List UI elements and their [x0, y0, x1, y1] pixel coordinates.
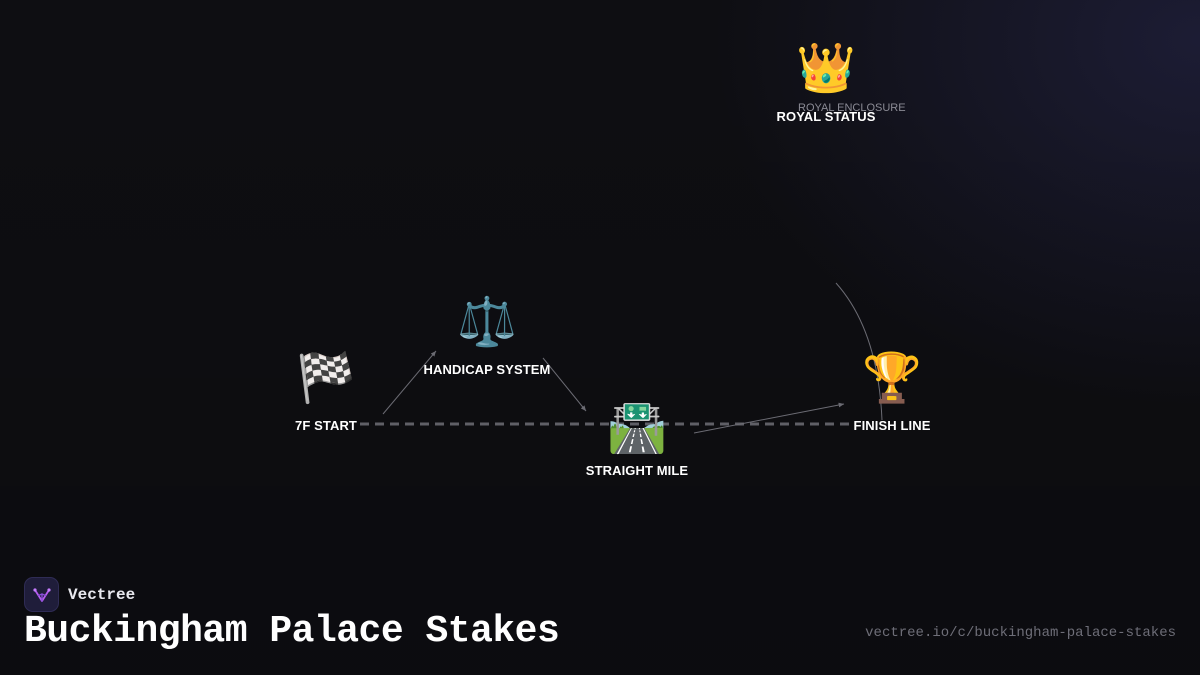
brand-name: Vectree — [68, 585, 136, 604]
checkered-flag-icon: 🏁 — [296, 350, 356, 406]
node-finish-line[interactable]: 🏆 FINISH LINE — [854, 350, 931, 433]
balance-scale-icon: ⚖️ — [457, 294, 517, 350]
node-label: HANDICAP SYSTEM — [423, 362, 551, 377]
vectree-logo-icon — [24, 577, 59, 612]
edge-start-to-handicap — [382, 350, 437, 415]
node-royal-status[interactable]: 👑 ROYAL STATUS — [777, 40, 876, 124]
motorway-icon: 🛣️ — [607, 400, 667, 456]
node-label: FINISH LINE — [853, 418, 931, 433]
page-title: Buckingham Palace Stakes — [24, 610, 560, 653]
page-url[interactable]: vectree.io/c/buckingham-palace-stakes — [865, 625, 1176, 641]
edge-handicap-to-mile — [542, 357, 587, 412]
edge-label-royal-enclosure: ROYAL ENCLOSURE — [798, 102, 906, 114]
brand: Vectree — [24, 577, 135, 612]
trophy-icon: 🏆 — [862, 350, 922, 406]
crown-icon: 👑 — [796, 40, 856, 96]
node-handicap-system[interactable]: ⚖️ HANDICAP SYSTEM — [424, 294, 551, 377]
node-label: ROYAL STATUS — [776, 109, 876, 124]
edge-mile-to-finish — [693, 402, 845, 434]
node-label: STRAIGHT MILE — [585, 463, 689, 478]
node-straight-mile[interactable]: 🛣️ STRAIGHT MILE — [586, 400, 688, 478]
node-7f-start[interactable]: 🏁 7F START — [295, 350, 357, 433]
node-label: 7F START — [295, 418, 357, 433]
edge-royal-to-finish — [835, 282, 883, 421]
